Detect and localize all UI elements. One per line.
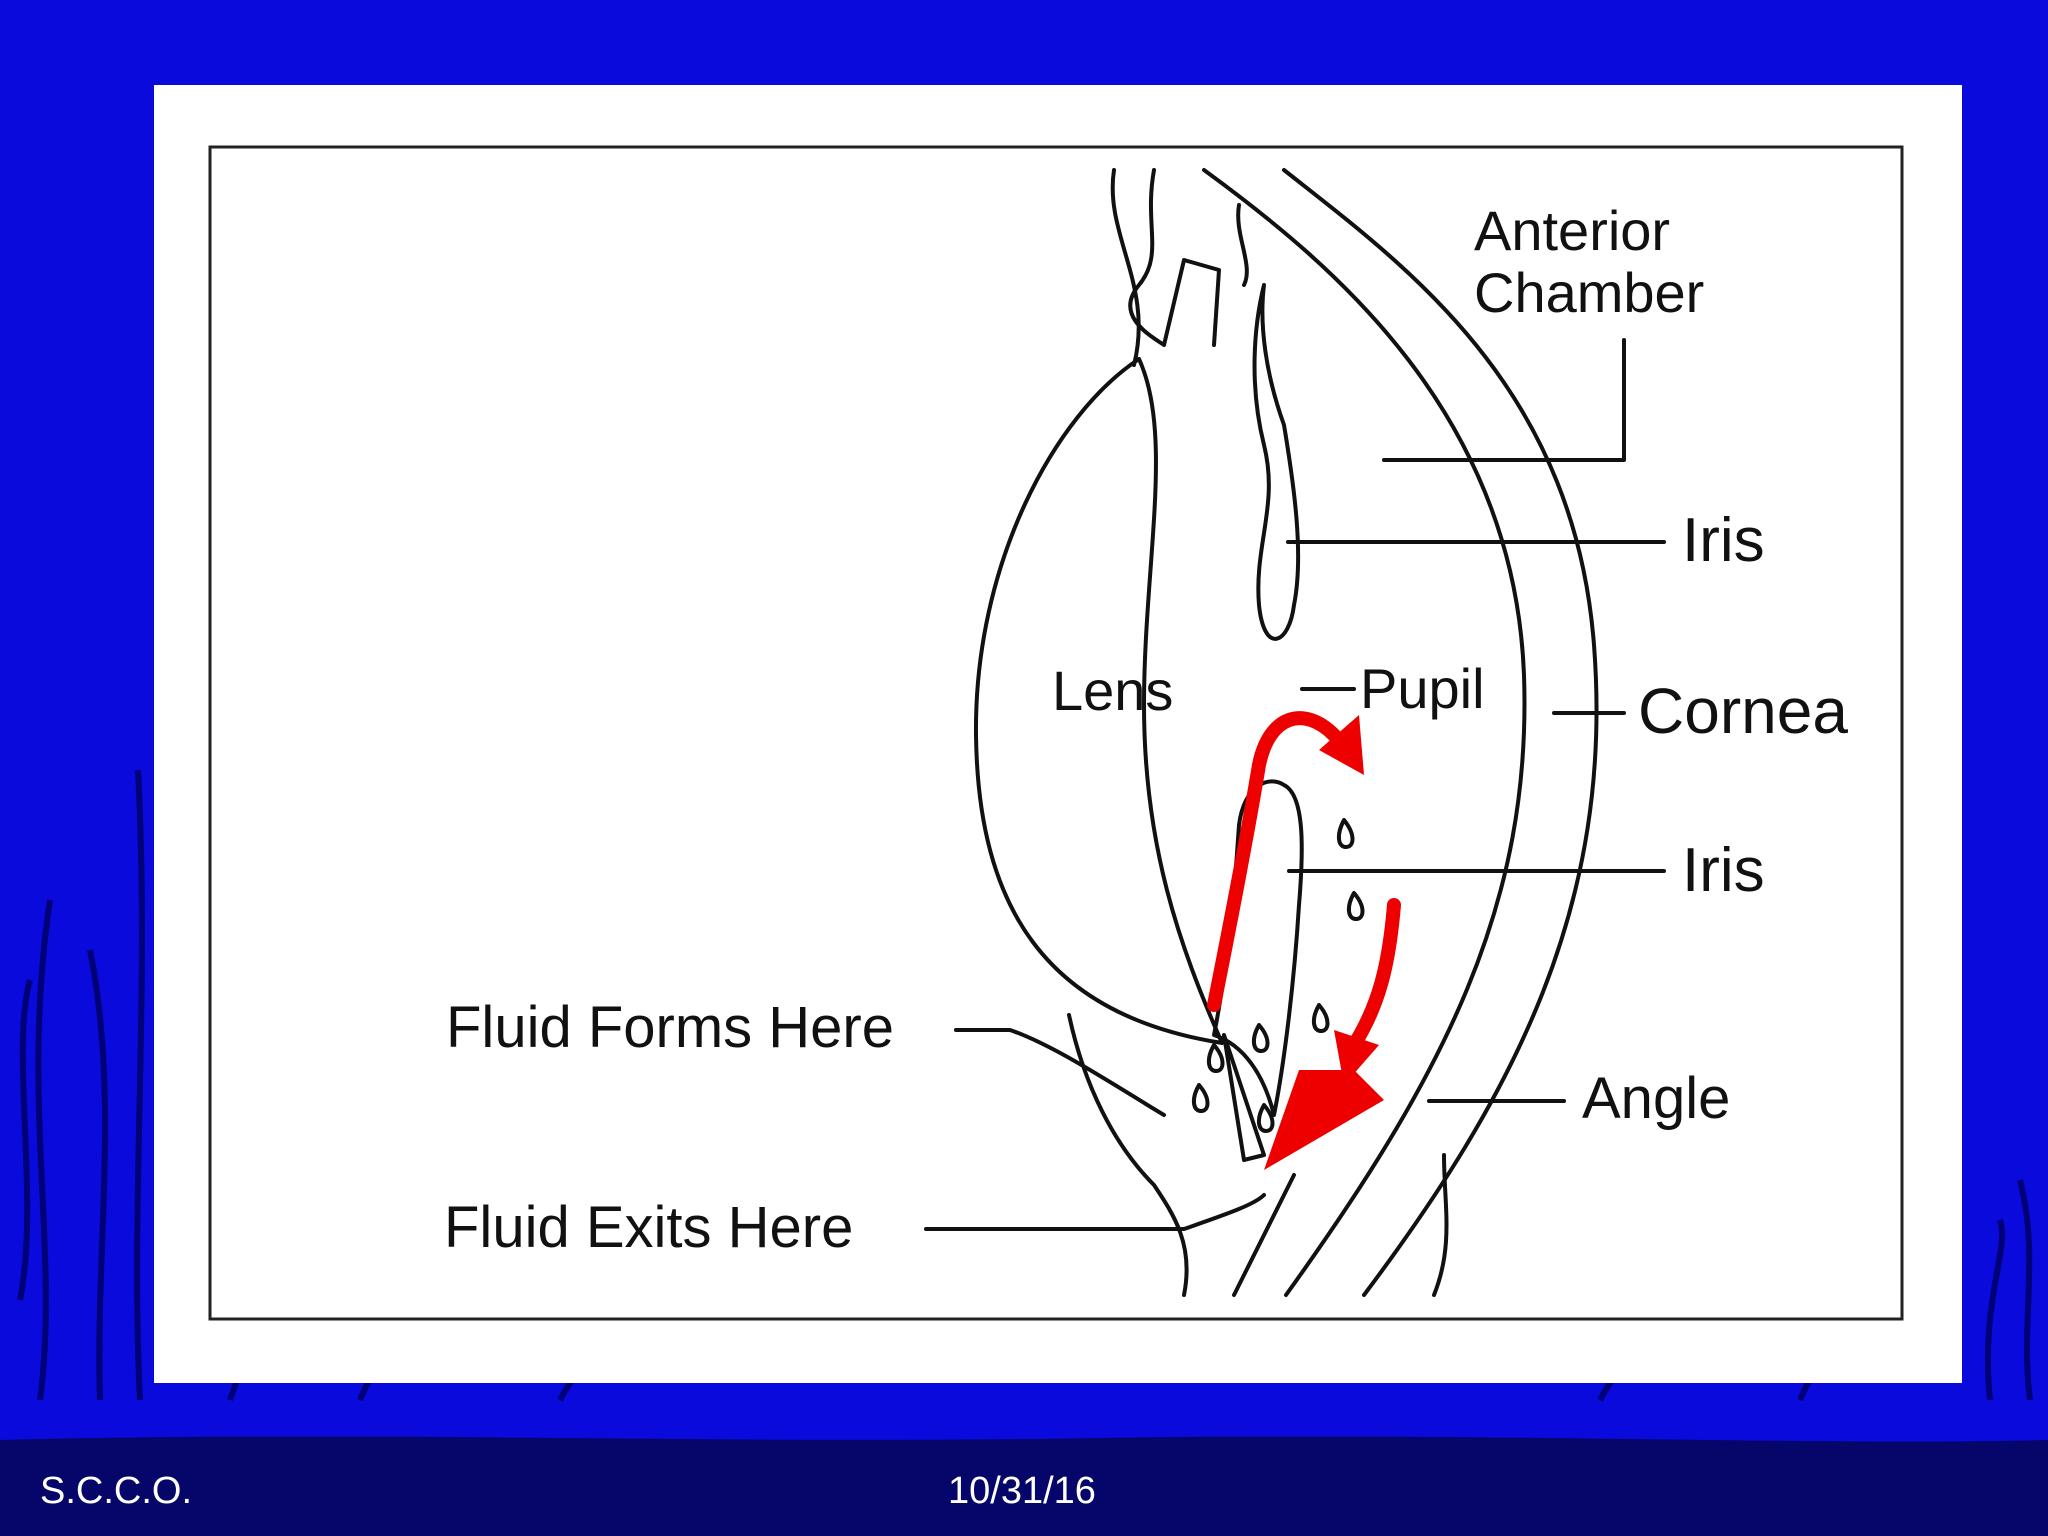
eye-diagram (208, 145, 1904, 1321)
label-cornea: Cornea (1638, 675, 1848, 747)
slide-card: Anterior Chamber Iris Lens Pupil Cornea … (154, 85, 1962, 1383)
leader-fluid-exits (924, 1193, 1266, 1231)
flow-arrow-up (1207, 711, 1341, 1012)
iris-upper (1252, 283, 1301, 641)
footer-date: 10/31/16 (948, 1470, 1096, 1512)
lens-outline (973, 357, 1224, 1045)
label-fluid-exits: Fluid Exits Here (444, 1195, 854, 1260)
cornea-outer (1282, 168, 1599, 1297)
leader-fluid-forms (954, 1028, 1166, 1117)
ciliary-lower (1067, 1013, 1189, 1297)
flow-arrowhead-up (1319, 715, 1364, 775)
label-iris-bottom: Iris (1682, 836, 1765, 905)
footer-organization: S.C.C.O. (40, 1470, 193, 1512)
label-fluid-forms: Fluid Forms Here (446, 995, 894, 1060)
label-anterior-chamber-line2: Chamber (1474, 261, 1705, 324)
flow-arrow-down (1347, 898, 1401, 1052)
label-lens: Lens (1052, 659, 1174, 722)
footer-band (0, 1436, 2048, 1536)
label-angle: Angle (1582, 1066, 1731, 1131)
ciliary-upper (1128, 168, 1221, 347)
label-pupil: Pupil (1360, 657, 1485, 720)
label-iris-top: Iris (1682, 506, 1765, 575)
cornea-inner (1202, 168, 1527, 1297)
label-anterior-chamber-line1: Anterior (1474, 199, 1671, 262)
leader-anterior-chamber (1382, 338, 1626, 462)
iris-lower (1212, 779, 1304, 1117)
diagram-frame (208, 145, 1904, 1321)
angle-fill (1264, 1070, 1384, 1170)
